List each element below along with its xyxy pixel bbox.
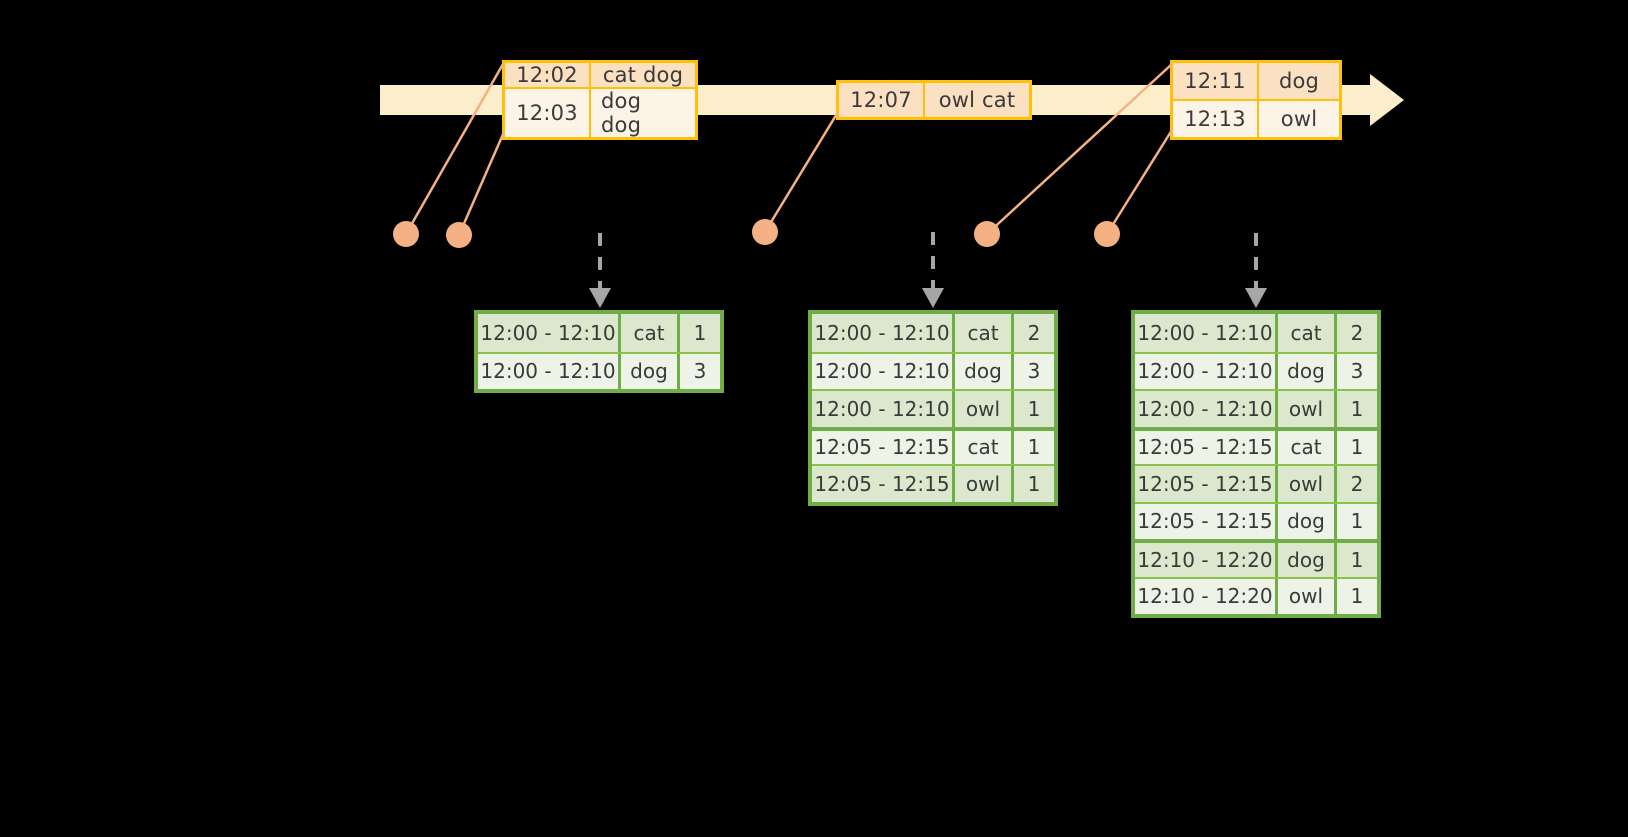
table-row[interactable]: 12:05 - 12:15 dog 1 [1135,501,1377,539]
cell-word: dog [1278,503,1337,539]
event-words: dog [1278,69,1320,93]
event-dot[interactable] [1094,221,1120,247]
cell-count: 2 [1350,320,1364,345]
down-arrow-head-3 [1245,288,1267,308]
timeline-arrow-head [1370,74,1404,126]
connector-line-5 [1105,129,1174,235]
event-words: cat dog [602,63,684,87]
cell-word: cat [1278,314,1337,352]
event-time: 12:11 [1173,63,1259,99]
table-row[interactable]: 12:00 - 12:10 cat 2 [812,314,1054,352]
cell-window: 12:00 - 12:10 [1135,353,1278,389]
cell-window: 12:10 - 12:20 [1135,578,1278,614]
cell-count: 3 [1027,359,1041,384]
down-arrow-lines [598,232,1258,288]
event-time: 12:03 [505,89,591,137]
table-row[interactable]: 12:05 - 12:15 owl 1 [812,464,1054,502]
cell-count: 3 [1350,359,1364,384]
cell-word: cat [955,430,1014,464]
down-arrow-head-1 [589,288,611,308]
cell-window: 12:00 - 12:10 [812,314,955,352]
result-table-2[interactable]: 12:00 - 12:10 cat 2 12:00 - 12:10 dog 3 … [808,310,1058,506]
table-row[interactable]: 12:05 - 12:15 owl 2 [1135,464,1377,502]
down-arrow-heads [589,288,1267,308]
table-row[interactable]: 12:10 - 12:20 owl 1 [1135,576,1377,614]
cell-window: 12:00 - 12:10 [1135,391,1278,427]
result-table-1[interactable]: 12:00 - 12:10 cat 1 12:00 - 12:10 dog 3 [474,310,724,393]
cell-count: 1 [1350,547,1364,572]
cell-count: 2 [1350,471,1364,496]
cell-word: cat [1278,430,1337,464]
event-time: 12:02 [505,63,591,87]
cell-word: cat [955,314,1014,352]
table-row[interactable]: 12:00 - 12:10 owl 1 [1135,389,1377,427]
cell-word: cat [621,314,680,352]
cell-window: 12:05 - 12:15 [812,466,955,502]
table-row[interactable]: 12:00 - 12:10 dog 3 [478,351,720,389]
event-words: dog dog [601,89,642,137]
table-row[interactable]: 12:10 - 12:20 dog 1 [1135,539,1377,577]
event-dot[interactable] [446,222,472,248]
cell-window: 12:00 - 12:10 [812,391,955,427]
cell-word: owl [1278,578,1337,614]
connector-line-3 [763,111,840,233]
event-row[interactable]: 12:07 owl cat [839,83,1029,117]
table-row[interactable]: 12:05 - 12:15 cat 1 [1135,426,1377,464]
cell-count: 3 [693,359,707,384]
cell-window: 12:10 - 12:20 [1135,543,1278,577]
cell-word: dog [621,353,680,389]
cell-count: 2 [1027,320,1041,345]
event-box-group-3[interactable]: 12:11 dog 12:13 owl [1170,60,1342,140]
cell-word: dog [1278,353,1337,389]
event-box-group-2[interactable]: 12:07 owl cat [836,80,1032,120]
cell-window: 12:05 - 12:15 [1135,430,1278,464]
cell-count: 1 [1350,396,1364,421]
down-arrow-head-2 [922,288,944,308]
cell-count: 1 [1350,584,1364,609]
cell-count: 1 [693,320,707,345]
cell-window: 12:00 - 12:10 [812,353,955,389]
cell-word: owl [955,391,1014,427]
cell-window: 12:00 - 12:10 [1135,314,1278,352]
cell-word: dog [1278,543,1337,577]
cell-window: 12:05 - 12:15 [1135,466,1278,502]
table-row[interactable]: 12:00 - 12:10 dog 3 [1135,351,1377,389]
event-row[interactable]: 12:02 cat dog [505,63,695,87]
event-box-group-1[interactable]: 12:02 cat dog 12:03 dog dog [502,60,698,140]
table-row[interactable]: 12:00 - 12:10 cat 2 [1135,314,1377,352]
cell-count: 1 [1027,396,1041,421]
event-dot[interactable] [393,221,419,247]
table-row[interactable]: 12:00 - 12:10 owl 1 [812,389,1054,427]
cell-count: 1 [1027,435,1041,460]
cell-word: owl [955,466,1014,502]
cell-count: 1 [1350,509,1364,534]
cell-count: 1 [1027,471,1041,496]
event-dot[interactable] [752,219,778,245]
cell-window: 12:00 - 12:10 [478,353,621,389]
event-row[interactable]: 12:13 owl [1173,99,1339,137]
event-time: 12:13 [1173,101,1259,137]
table-row[interactable]: 12:00 - 12:10 cat 1 [478,314,720,352]
result-table-3[interactable]: 12:00 - 12:10 cat 2 12:00 - 12:10 dog 3 … [1131,310,1381,618]
cell-window: 12:05 - 12:15 [1135,503,1278,539]
cell-window: 12:05 - 12:15 [812,430,955,464]
event-dot[interactable] [974,221,1000,247]
table-row[interactable]: 12:00 - 12:10 dog 3 [812,351,1054,389]
cell-count: 1 [1350,435,1364,460]
cell-word: dog [955,353,1014,389]
table-row[interactable]: 12:05 - 12:15 cat 1 [812,426,1054,464]
event-words: owl cat [938,88,1016,112]
cell-word: owl [1278,466,1337,502]
connector-line-2 [457,131,506,236]
cell-word: owl [1278,391,1337,427]
event-time: 12:07 [839,83,925,117]
cell-window: 12:00 - 12:10 [478,314,621,352]
event-words: owl [1280,107,1318,131]
event-row[interactable]: 12:03 dog dog [505,87,695,137]
event-row[interactable]: 12:11 dog [1173,63,1339,99]
